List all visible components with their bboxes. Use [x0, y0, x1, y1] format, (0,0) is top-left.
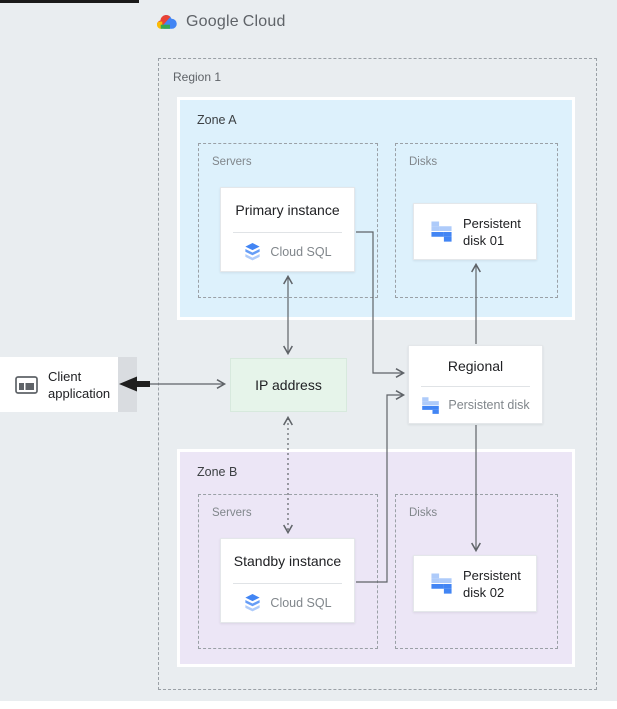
- client-application-card: Client application: [0, 357, 137, 412]
- regional-disk-card: Regional Persistent disk: [408, 345, 543, 424]
- client-application-label: Client application: [48, 368, 111, 401]
- persistent-disk-01-card: Persistent disk 01: [413, 203, 537, 260]
- zone-a-servers-label: Servers: [212, 156, 252, 168]
- zone-b-disks-label: Disks: [409, 507, 438, 519]
- region-1-container: Region 1: [158, 58, 597, 690]
- persistent-disk-icon: [431, 573, 452, 594]
- standby-instance-product-row: Cloud SQL: [221, 584, 354, 622]
- persistent-disk-02-title: Persistent disk 02: [463, 567, 521, 600]
- top-border-bar: [0, 0, 139, 3]
- cloud-sql-label: Cloud SQL: [270, 596, 332, 610]
- zone-a-disks-label: Disks: [409, 156, 438, 168]
- brand-cloud-text: Cloud: [242, 13, 286, 30]
- primary-instance-card: Primary instance Cloud SQL: [220, 187, 355, 272]
- page-bottom-strip: [0, 701, 617, 709]
- ip-address-label: IP address: [255, 377, 322, 393]
- google-cloud-icon: [156, 15, 177, 29]
- cloud-sql-label: Cloud SQL: [270, 245, 332, 259]
- cloud-sql-icon: [245, 242, 261, 260]
- zone-b-label: Zone B: [197, 465, 238, 479]
- persistent-disk-01-title: Persistent disk 01: [463, 215, 521, 248]
- persistent-disk-icon: [422, 396, 440, 414]
- card-divider: [233, 583, 342, 584]
- persistent-disk-icon: [431, 221, 452, 242]
- regional-product-row: Persistent disk: [409, 387, 542, 423]
- primary-instance-product-row: Cloud SQL: [221, 233, 354, 271]
- regional-title: Regional: [447, 358, 504, 374]
- regional-product-label: Persistent disk: [448, 398, 530, 412]
- brand-google-text: Google: [186, 13, 239, 30]
- zone-b-servers-label: Servers: [212, 507, 252, 519]
- standby-instance-card: Standby instance Cloud SQL: [220, 538, 355, 623]
- app-window-icon: [15, 375, 38, 394]
- card-divider: [421, 386, 530, 387]
- persistent-disk-02-card: Persistent disk 02: [413, 555, 537, 612]
- cloud-sql-icon: [245, 593, 261, 611]
- client-card-tail: [118, 357, 137, 412]
- zone-a-label: Zone A: [197, 113, 237, 127]
- region-label: Region 1: [173, 70, 222, 84]
- standby-instance-title: Standby instance: [233, 553, 342, 569]
- primary-instance-title: Primary instance: [235, 202, 340, 218]
- ip-address-box: IP address: [230, 358, 347, 412]
- card-divider: [233, 232, 342, 233]
